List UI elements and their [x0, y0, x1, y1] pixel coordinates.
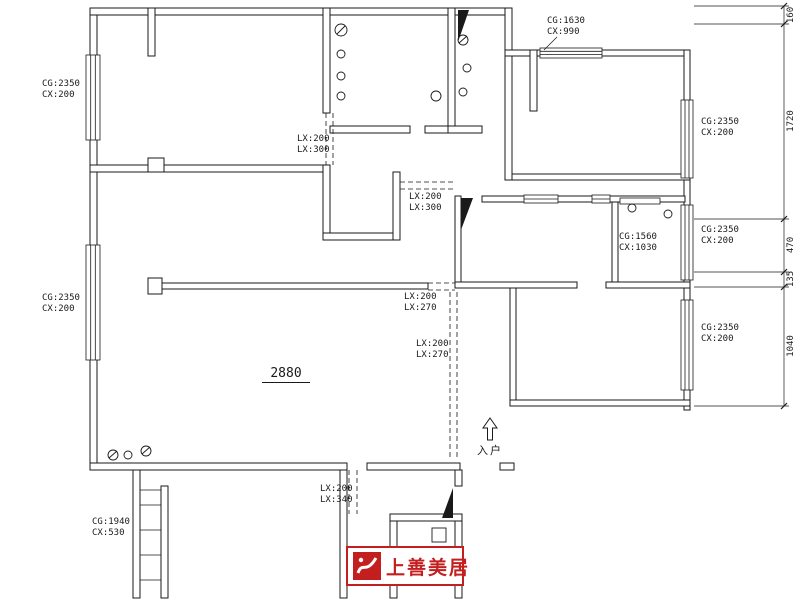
shangshanmeiju-logo-icon [353, 552, 381, 580]
window-dim-label-right-lower: CG:2350 CX:200 [701, 323, 739, 345]
window-dim-label-left-upper: CG:2350 CX:200 [42, 79, 80, 101]
beam-dashed-lines [325, 113, 458, 514]
dimension-chain [694, 2, 789, 410]
beam-label-living-v: LX:200 LX:270 [416, 339, 449, 361]
beam-label-hall: LX:200 LX:300 [409, 192, 442, 214]
leader-lines [543, 36, 558, 51]
beam-label-top: LX:200 LX:300 [297, 134, 330, 156]
fixture-symbols [107, 23, 673, 543]
window-dim-label-closet: CG:1560 CX:1030 [619, 232, 657, 254]
dim-chain-value: 135 [786, 270, 796, 288]
brand-name: 上善美居 [386, 556, 471, 579]
beam-label-living-h: LX:200 LX:270 [404, 292, 437, 314]
entrance-arrow-icon [482, 417, 498, 441]
dim-chain-value: 160 [786, 6, 796, 24]
window-symbols [85, 47, 694, 391]
window-dim-label-top-right: CG:1630 CX:990 [547, 16, 585, 38]
dim-chain-value: 1720 [786, 110, 796, 132]
door-leaf-icons [442, 10, 473, 518]
window-dim-label-left-lower: CG:2350 CX:200 [42, 293, 80, 315]
stairs [140, 489, 161, 581]
beam-label-bottom: LX:200 LX:340 [320, 484, 353, 506]
window-dim-label-bottom-left: CG:1940 CX:530 [92, 517, 130, 539]
walls [89, 7, 691, 599]
dim-chain-value: 470 [786, 236, 796, 254]
window-dim-label-right-middle: CG:2350 CX:200 [701, 225, 739, 247]
living-width-dimension: 2880 [262, 366, 310, 383]
dim-chain-value: 1040 [786, 335, 796, 357]
brand-logo: 上善美居 [346, 546, 468, 586]
entrance-label: 入户 [477, 444, 503, 457]
window-dim-label-right-upper: CG:2350 CX:200 [701, 117, 739, 139]
